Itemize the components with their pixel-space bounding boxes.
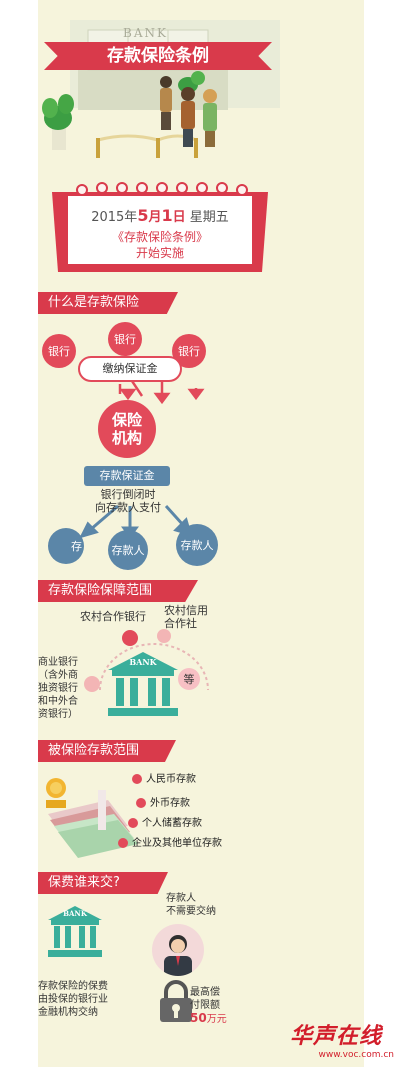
commercial-line4: 和中外合: [38, 696, 78, 707]
max-line1: 最高偿: [190, 987, 220, 998]
insured-item: 企业及其他单位存款: [118, 834, 222, 849]
bank-building-icon-small: BANK: [48, 906, 102, 958]
insured-item-label: 个人储蓄存款: [142, 818, 202, 829]
bank-node-mid: 银行: [108, 322, 142, 356]
rural-credit-line1: 农村信用: [164, 604, 208, 617]
depositor-left: 存: [48, 528, 84, 564]
insured-item-label: 外币存款: [150, 798, 190, 809]
depositor-no-pay-line2: 不需要交纳: [166, 906, 216, 917]
depositor-avatar: [152, 924, 204, 976]
premium-payer-text: 存款保险的保费 由投保的银行业 金融机构交纳: [38, 980, 108, 1019]
insured-item: 人民币存款: [132, 770, 196, 785]
insured-item-label: 企业及其他单位存款: [132, 838, 222, 849]
calendar: 2015年5月1日 星期五 《存款保险条例》 开始实施: [52, 180, 268, 272]
section1-title: 什么是存款保险: [38, 292, 178, 314]
logo-text: 华声在线: [290, 1023, 383, 1049]
site-logo: 华声在线 www.voc.com.cn: [290, 1018, 398, 1064]
rural-credit-coop: 农村信用 合作社: [164, 604, 208, 630]
payout-line2: 向存款人支付: [95, 501, 161, 514]
bank-counter-illustration: [42, 20, 280, 158]
start-label: 开始实施: [135, 246, 184, 260]
etc-badge: 等: [178, 668, 200, 690]
depositor-mid: 存款人: [108, 530, 148, 570]
max-amount-row: 50万元: [190, 1012, 227, 1026]
day-unit: 日: [172, 210, 186, 225]
calendar-date: 2015年5月1日 星期五: [68, 206, 252, 225]
depositor-no-pay-line1: 存款人: [166, 893, 196, 904]
bank-small-sign: BANK: [63, 909, 87, 918]
section4-title: 保费谁来交?: [38, 872, 168, 894]
insurer-node: 保险 机构: [98, 400, 156, 458]
max-payout: 最高偿 付限额 50万元: [190, 986, 227, 1026]
depositor-right: 存款人: [176, 524, 218, 566]
insurer-line1: 保险: [111, 411, 142, 429]
month-unit: 月: [148, 210, 162, 225]
money-stack-illustration: [46, 778, 138, 858]
commercial-line1: 商业银行: [38, 657, 78, 668]
premium-line1: 存款保险的保费: [38, 981, 108, 992]
depositor-no-pay: 存款人 不需要交纳: [166, 892, 216, 918]
infographic-poster: BANK 存款保险条例 2015年5月1日 星期五 《存款保险条例》 开始实施 …: [38, 0, 364, 1067]
max-unit: 万元: [206, 1014, 227, 1025]
bank-sign: BANK: [123, 26, 168, 40]
coverage-arc: [84, 629, 209, 692]
deposit-fund-box: 存款保证金: [84, 466, 170, 486]
premium-line2: 由投保的银行业: [38, 994, 108, 1005]
bank-building-icon: BANK: [108, 652, 178, 718]
bullet-dot: [118, 838, 128, 848]
date-prefix: 2015年: [91, 210, 138, 225]
premium-line3: 金融机构交纳: [38, 1007, 98, 1018]
regulation-name: 《存款保险条例》: [111, 230, 208, 244]
insured-item: 外币存款: [136, 794, 190, 809]
insurer-line2: 机构: [111, 429, 142, 447]
insured-item: 个人储蓄存款: [128, 814, 202, 829]
bank-building-sign: BANK: [129, 657, 157, 667]
date-day: 1: [161, 206, 173, 225]
max-line2: 付限额: [190, 1000, 220, 1011]
payout-line1: 银行倒闭时: [100, 488, 156, 501]
bank-node-left: 银行: [42, 334, 76, 368]
lock-icon: [160, 980, 192, 1022]
section2-title: 存款保险保障范围: [38, 580, 198, 602]
weekday: 星期五: [189, 210, 229, 225]
max-amount: 50: [190, 1011, 207, 1025]
bullet-dot: [136, 798, 146, 808]
commercial-line5: 资银行）: [38, 709, 78, 720]
header-scene: BANK 存款保险条例: [38, 0, 364, 170]
rural-coop-bank: 农村合作银行: [80, 610, 146, 623]
bank-node-right: 银行: [172, 334, 206, 368]
page-title: 存款保险条例: [44, 42, 272, 70]
bullet-dot: [128, 818, 138, 828]
rural-credit-line2: 合作社: [164, 617, 197, 630]
insured-item-label: 人民币存款: [146, 774, 196, 785]
commercial-line3: 独资银行: [38, 683, 78, 694]
date-month: 5: [137, 206, 149, 225]
bullet-dot: [132, 774, 142, 784]
pay-deposit-pill: 缴纳保证金: [78, 356, 182, 382]
payout-text: 银行倒闭时 向存款人支付: [78, 488, 178, 514]
commercial-line2: （含外商: [38, 670, 78, 681]
section3-title: 被保险存款范围: [38, 740, 176, 762]
logo-url: www.voc.com.cn: [318, 1050, 395, 1060]
commercial-bank: 商业银行 （含外商 独资银行 和中外合 资银行）: [38, 656, 78, 721]
